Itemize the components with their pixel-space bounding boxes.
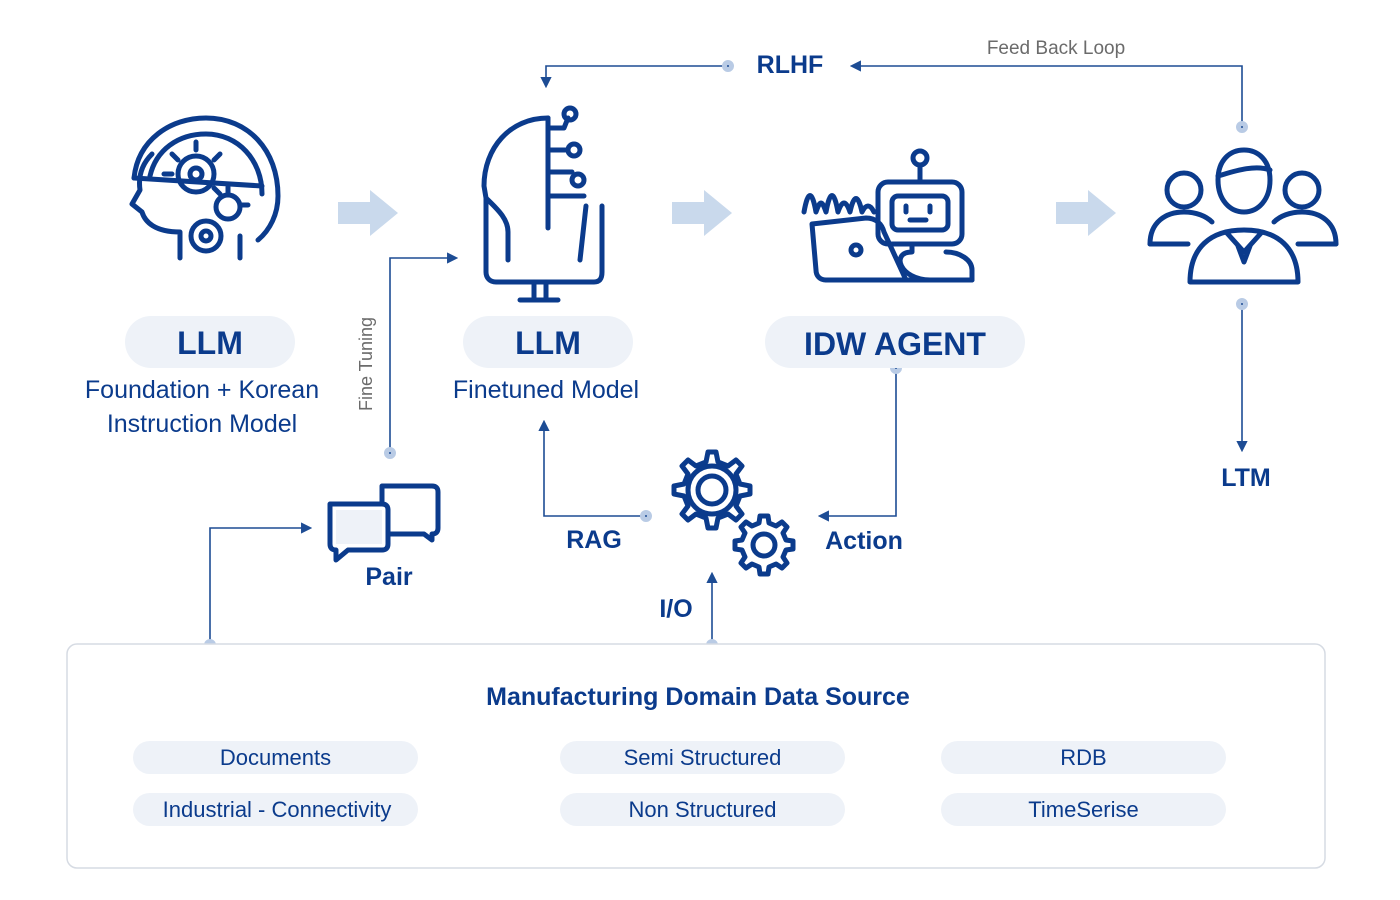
svg-text:RDB: RDB <box>1060 745 1106 770</box>
action-label: Action <box>825 527 903 555</box>
svg-text:Documents: Documents <box>220 745 331 770</box>
llm-finetuned-label: LLM <box>515 325 581 361</box>
feedback-loop-label: Feed Back Loop <box>987 38 1125 59</box>
rlhf-label: RLHF <box>757 51 824 79</box>
svg-text:Semi Structured: Semi Structured <box>624 745 782 770</box>
user-group-icon <box>1147 147 1339 285</box>
robot-laptop-icon <box>801 148 975 283</box>
svg-text:Industrial - Connectivity: Industrial - Connectivity <box>163 797 392 822</box>
llm-foundation-label: LLM <box>177 325 243 361</box>
chat-bubbles-icon <box>327 483 441 563</box>
connector-rlhf <box>540 65 728 89</box>
head-circuit-monitor-icon <box>481 105 605 303</box>
data-source-item: Semi Structured <box>560 741 845 774</box>
llm-foundation-subtitle-2: Instruction Model <box>107 410 297 438</box>
ltm-label: LTM <box>1221 464 1271 492</box>
data-source-item: Industrial - Connectivity <box>133 793 418 826</box>
flow-arrow-2 <box>672 190 732 236</box>
pair-label: Pair <box>365 563 413 591</box>
svg-text:Non Structured: Non Structured <box>629 797 777 822</box>
llm-finetuned-pill <box>463 316 633 368</box>
data-source-item: Documents <box>133 741 418 774</box>
data-source-item: Non Structured <box>560 793 845 826</box>
data-source-title: Manufacturing Domain Data Source <box>486 683 910 711</box>
llm-foundation-subtitle-1: Foundation + Korean <box>85 376 319 404</box>
fine-tuning-label: Fine Tuning <box>356 317 376 411</box>
flow-arrow-1 <box>338 190 398 236</box>
connector-rag <box>538 419 646 517</box>
idw-agent-label: IDW AGENT <box>804 326 986 362</box>
data-source-item: TimeSerise <box>941 793 1226 826</box>
svg-text:TimeSerise: TimeSerise <box>1028 797 1138 822</box>
head-gears-icon <box>129 115 281 261</box>
connector-pair <box>209 522 313 644</box>
connector-feedback-loop <box>849 60 1243 126</box>
flow-arrow-3 <box>1056 190 1116 236</box>
llm-foundation-pill <box>125 316 295 368</box>
idw-agent-pill <box>765 316 1025 368</box>
gears-icon <box>671 449 796 577</box>
rag-label: RAG <box>566 526 622 554</box>
connector-fine-tuning <box>389 252 459 452</box>
llm-finetuned-subtitle: Finetuned Model <box>453 376 639 404</box>
connector-action <box>817 368 897 522</box>
io-label: I/O <box>659 595 692 623</box>
data-source-item: RDB <box>941 741 1226 774</box>
